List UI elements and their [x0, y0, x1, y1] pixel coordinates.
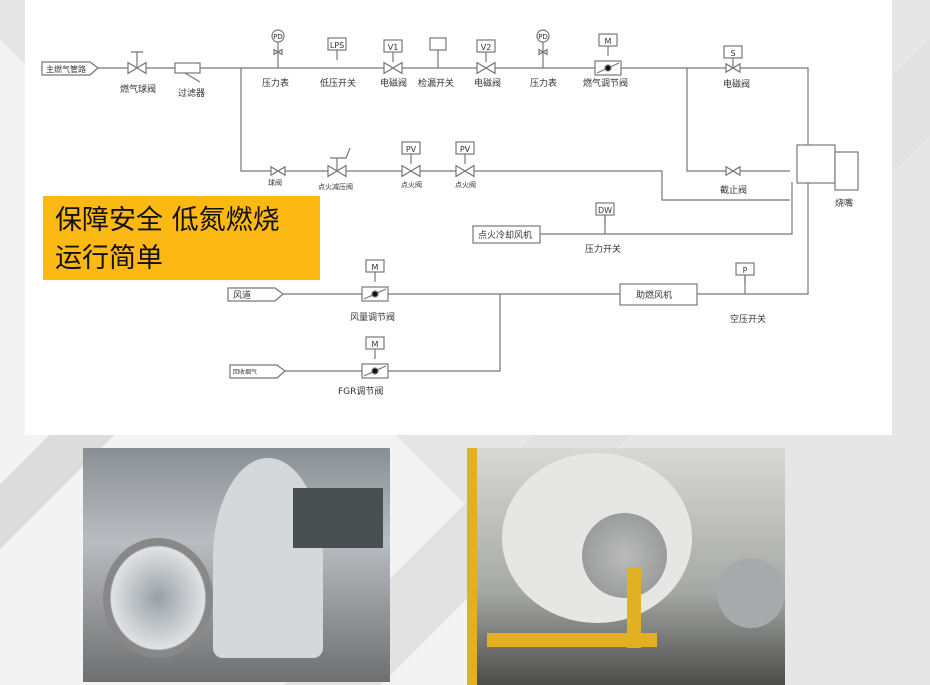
- v2-tag: [476, 39, 496, 53]
- banner-line-1: 保障安全 低氮燃烧: [55, 205, 280, 236]
- diagram-label: P: [743, 266, 748, 275]
- diagram-label: PD: [538, 33, 548, 41]
- diagram-label: 检漏开关: [418, 77, 454, 89]
- diagram-label: 点火减压阀: [318, 182, 353, 191]
- burner-box: [834, 151, 859, 191]
- diagram-label: 点火冷却风机: [478, 229, 532, 241]
- diagram-label: 回收烟气: [233, 368, 257, 376]
- diagram-label: 低压开关: [320, 77, 356, 89]
- diagram-label: 点火阀: [401, 180, 422, 189]
- solenoid-valve-2-icon: [476, 61, 496, 75]
- solenoid-valve-3-icon: [725, 62, 741, 74]
- diagram-label: 空压开关: [730, 313, 766, 325]
- leak-switch-box: [429, 37, 447, 51]
- m3-tag: [365, 336, 385, 350]
- ignition-valve-1-icon: [401, 164, 421, 178]
- filter-icon: [174, 62, 201, 74]
- diagram-label: 过滤器: [178, 87, 205, 99]
- combustion-fan-photo: [83, 448, 390, 682]
- diagram-label: M: [605, 37, 612, 46]
- diagram-label: 燃气调节阀: [583, 77, 628, 89]
- diagram-label: PD: [273, 33, 283, 41]
- diagram-label: V1: [388, 43, 399, 52]
- diagram-label: 点火阀: [455, 180, 476, 189]
- solenoid-valve-1-icon: [383, 61, 403, 75]
- diagram-label: DW: [598, 206, 612, 215]
- diagram-label: 球阀: [268, 178, 282, 187]
- diagram-label: 助燃风机: [636, 289, 672, 301]
- diagram-label: V2: [481, 43, 492, 52]
- burner-body: [796, 144, 836, 184]
- combustion-fan-box: [619, 283, 698, 306]
- diagram-label: 压力开关: [585, 243, 621, 255]
- diagram-label: 压力表: [530, 77, 557, 89]
- lps-tag: [327, 37, 347, 51]
- burner-photo: [467, 448, 785, 685]
- pv1-tag: [401, 141, 421, 155]
- m1-tag: [598, 33, 618, 47]
- diagram-label: 电磁阀: [474, 77, 501, 89]
- gas-train-diagram: 主燃气管路 PD LPS V1 V2 PD M S PV PV DW P M M 燃气球阀 过滤器 压力…: [41, 29, 859, 397]
- diagram-label: 燃气球阀: [120, 83, 156, 95]
- inlet-arrow: [41, 61, 99, 76]
- diagram-label: 风道: [233, 289, 251, 301]
- diagram-label: FGR调节阀: [338, 386, 383, 397]
- diagram-label: 截止阀: [720, 184, 747, 196]
- banner-line-2: 运行简单: [55, 243, 163, 274]
- diagram-label: 烧嘴: [835, 197, 853, 209]
- fgr-inlet-arrow: [229, 364, 286, 379]
- cooling-fan-box: [472, 225, 541, 244]
- air-duct-arrow: [227, 287, 284, 302]
- diagram-label: PV: [460, 145, 471, 154]
- stop-valve-icon: [725, 165, 741, 177]
- diagram-label: M: [372, 340, 379, 349]
- highlight-banner: 保障安全 低氮燃烧 运行简单: [43, 196, 320, 280]
- s-tag: [723, 45, 743, 59]
- v1-tag: [383, 39, 403, 53]
- diagram-label: PV: [406, 145, 417, 154]
- ignition-valve-2-icon: [455, 164, 475, 178]
- ball-valve-icon: [270, 165, 286, 177]
- diagram-label: 电磁阀: [380, 77, 407, 89]
- diagram-label: S: [730, 49, 735, 58]
- diagram-label: 风量调节阀: [350, 312, 395, 323]
- diagram-label: 压力表: [262, 77, 289, 89]
- m2-tag: [365, 259, 385, 273]
- diagram-label: 主燃气管路: [46, 64, 86, 74]
- pv2-tag: [455, 141, 475, 155]
- diagram-label: LPS: [330, 41, 344, 50]
- diagram-label: 电磁阀: [723, 78, 750, 90]
- p-tag: [735, 262, 755, 276]
- dw-tag: [595, 202, 615, 216]
- diagram-label: M: [372, 263, 379, 272]
